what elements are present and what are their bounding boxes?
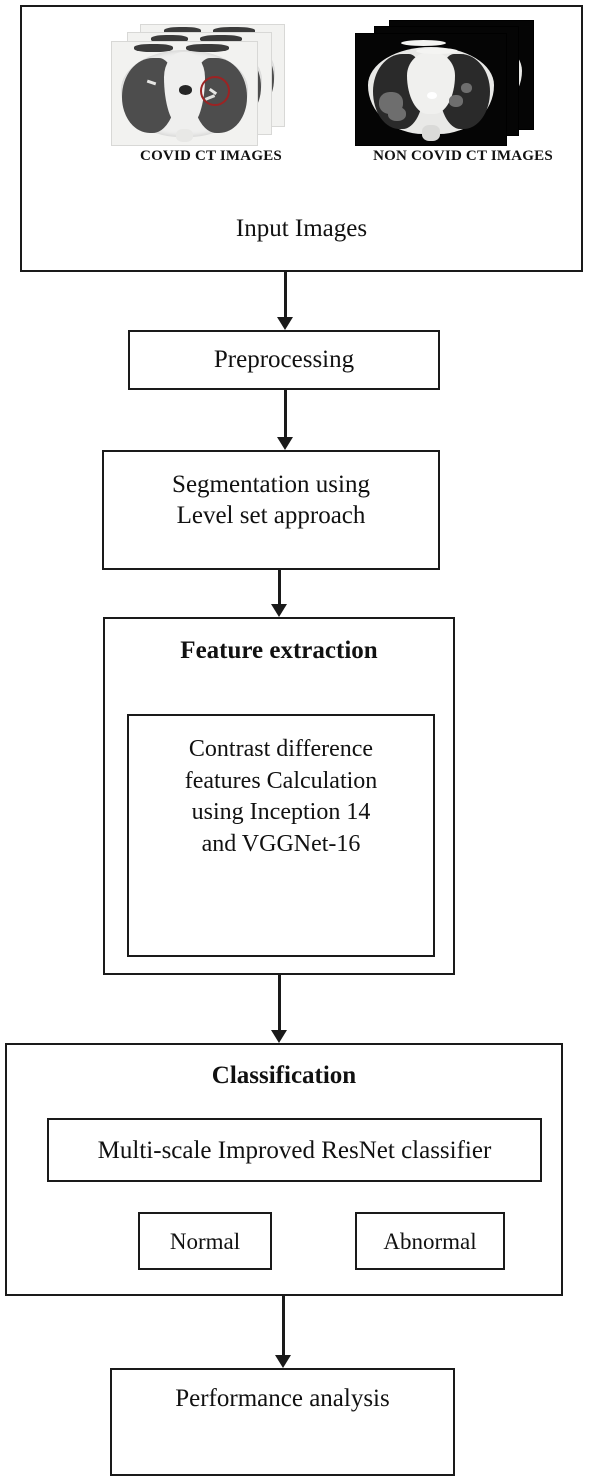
- classifier-label: Multi-scale Improved ResNet classifier: [97, 1137, 492, 1164]
- input-images-box[interactable]: COVID CT IMAGES: [20, 5, 583, 272]
- classification-box[interactable]: Classification Multi-scale Improved ResN…: [5, 1043, 563, 1296]
- segmentation-label: Segmentation using Level set approach: [172, 471, 370, 529]
- arrow-classification-to-performance: [268, 1296, 298, 1368]
- arrow-input-to-preprocessing: [270, 272, 300, 330]
- performance-analysis-box[interactable]: Performance analysis: [110, 1368, 455, 1476]
- feature-extraction-box[interactable]: Feature extraction Contrast difference f…: [103, 617, 455, 975]
- normal-class-label: Normal: [169, 1229, 241, 1254]
- normal-class-box[interactable]: Normal: [138, 1212, 272, 1270]
- feature-extraction-body: Contrast difference features Calculation…: [184, 736, 378, 858]
- non-covid-caption: NON COVID CT IMAGES: [373, 148, 553, 164]
- preprocessing-label: Preprocessing: [213, 346, 355, 373]
- arrow-feature-extraction-to-classification: [264, 975, 294, 1043]
- segmentation-box[interactable]: Segmentation using Level set approach: [102, 450, 440, 570]
- classification-title: Classification: [211, 1062, 357, 1089]
- non-covid-ct-image-stack: [355, 20, 545, 146]
- covid-ct-slice-front: [111, 41, 258, 146]
- input-images-title: Input Images: [235, 215, 368, 242]
- covid-ct-image-stack: [111, 24, 291, 146]
- non-covid-ct-slice-front: [355, 33, 507, 146]
- arrow-preprocessing-to-segmentation: [270, 390, 300, 450]
- abnormal-class-label: Abnormal: [383, 1229, 477, 1254]
- feature-extraction-title: Feature extraction: [180, 637, 378, 664]
- arrow-segmentation-to-feature-extraction: [264, 570, 294, 617]
- covid-caption: COVID CT IMAGES: [140, 148, 282, 164]
- preprocessing-box[interactable]: Preprocessing: [128, 330, 440, 390]
- performance-analysis-label: Performance analysis: [175, 1385, 390, 1412]
- covid-lesion-marker-icon: [200, 75, 231, 106]
- classifier-box[interactable]: Multi-scale Improved ResNet classifier: [47, 1118, 542, 1182]
- abnormal-class-box[interactable]: Abnormal: [355, 1212, 505, 1270]
- feature-extraction-inner-box[interactable]: Contrast difference features Calculation…: [127, 714, 435, 957]
